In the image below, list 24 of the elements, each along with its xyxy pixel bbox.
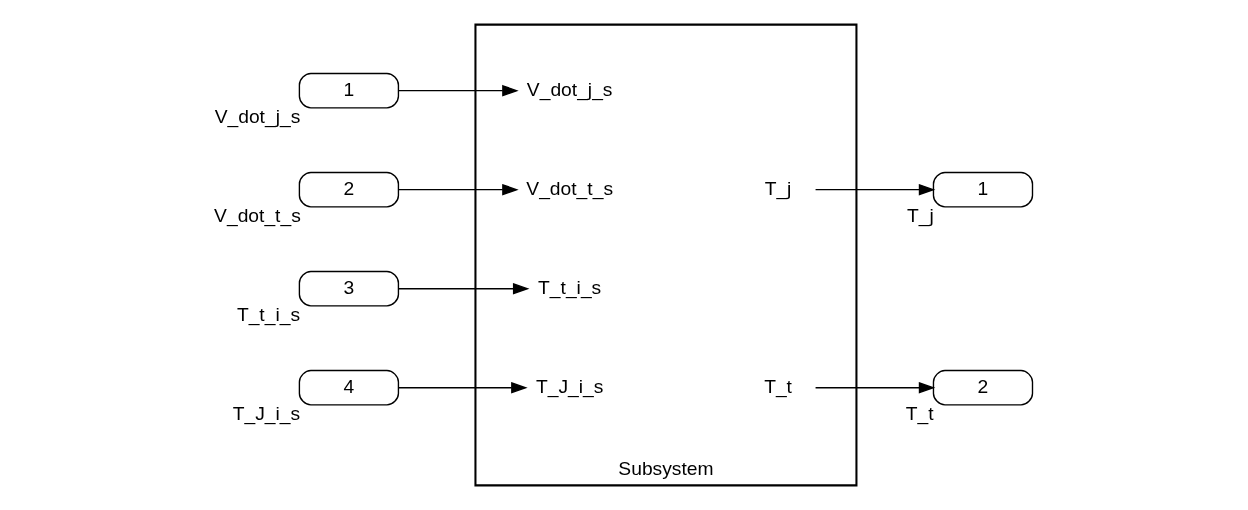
arrow	[398, 84, 519, 97]
node-text: T_t	[764, 375, 792, 397]
node-label: V_dot_t_s	[214, 205, 301, 227]
arrow	[814, 381, 936, 394]
arrow	[398, 183, 519, 196]
node-text: T_J_i_s	[535, 375, 604, 397]
node-box: 4	[298, 369, 400, 406]
node-text: T_j	[764, 177, 792, 199]
node-label: T_J_i_s	[232, 403, 301, 425]
arrow	[398, 381, 528, 394]
node-text: V_dot_t_s	[526, 177, 614, 199]
arrow	[398, 282, 530, 295]
node-box: 1	[298, 72, 400, 109]
node-box: 2	[298, 171, 400, 208]
node-label: T_j	[907, 205, 934, 227]
node-box: 3	[298, 270, 400, 307]
node-box: 2	[932, 369, 1034, 406]
node-text: T_t_i_s	[538, 276, 602, 298]
node-label: T_t_i_s	[236, 304, 301, 326]
node-label: V_dot_j_s	[214, 106, 301, 128]
node-label: T_t	[905, 403, 934, 425]
node-text: V_dot_j_s	[526, 78, 613, 100]
node-box: 1	[932, 171, 1034, 208]
arrow	[814, 183, 936, 196]
